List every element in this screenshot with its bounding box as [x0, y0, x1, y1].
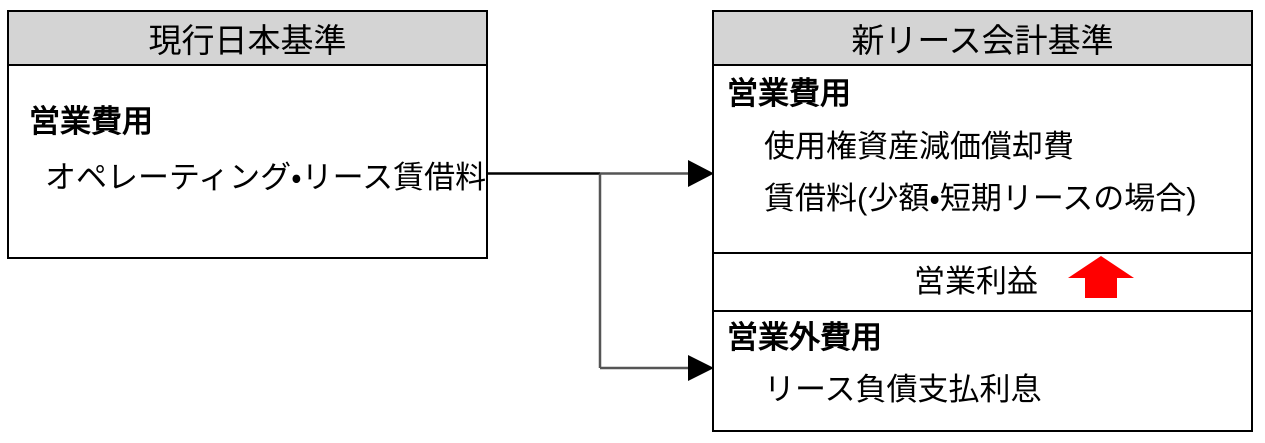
left-operating-lease-rent-item: オペレーティング・リース賃借料: [45, 160, 487, 195]
new-lease-accounting-standard-header: 新リース会計基準: [714, 12, 1251, 66]
current-japanese-standard-body: 営業費用 オペレーティング・リース賃借料: [9, 66, 486, 257]
left-operating-expense-title: 営業費用: [29, 104, 153, 139]
current-japanese-standard-header: 現行日本基準: [9, 12, 486, 66]
operating-expense-section: 営業費用 使用権資産減価償却費 賃借料(少額・短期リースの場合): [714, 66, 1251, 252]
new-lease-accounting-standard-panel: 新リース会計基準 営業費用 使用権資産減価償却費 賃借料(少額・短期リースの場合…: [712, 10, 1253, 432]
short-term-low-value-lease-rent-item: 賃借料(少額・短期リースの場合): [764, 181, 1197, 216]
new-lease-accounting-standard-body: 営業費用 使用権資産減価償却費 賃借料(少額・短期リースの場合) 営業利益 営業…: [714, 66, 1251, 430]
operating-expense-title: 営業費用: [727, 76, 851, 111]
right-of-use-asset-depreciation-item: 使用権資産減価償却費: [764, 129, 1074, 164]
right-arrow-icon-top: [688, 160, 714, 187]
current-japanese-standard-panel: 現行日本基準 営業費用 オペレーティング・リース賃借料: [7, 10, 488, 259]
nonoperating-expense-section: 営業外費用 リース負債支払利息: [714, 310, 1251, 428]
operating-income-label: 営業利益: [914, 264, 1038, 299]
operating-income-section: 営業利益: [714, 252, 1251, 310]
right-arrow-icon-bottom: [688, 355, 714, 381]
nonoperating-expense-title: 営業外費用: [727, 320, 882, 355]
red-up-arrow-icon: [1068, 256, 1134, 298]
lease-liability-interest-expense-item: リース負債支払利息: [764, 372, 1042, 407]
